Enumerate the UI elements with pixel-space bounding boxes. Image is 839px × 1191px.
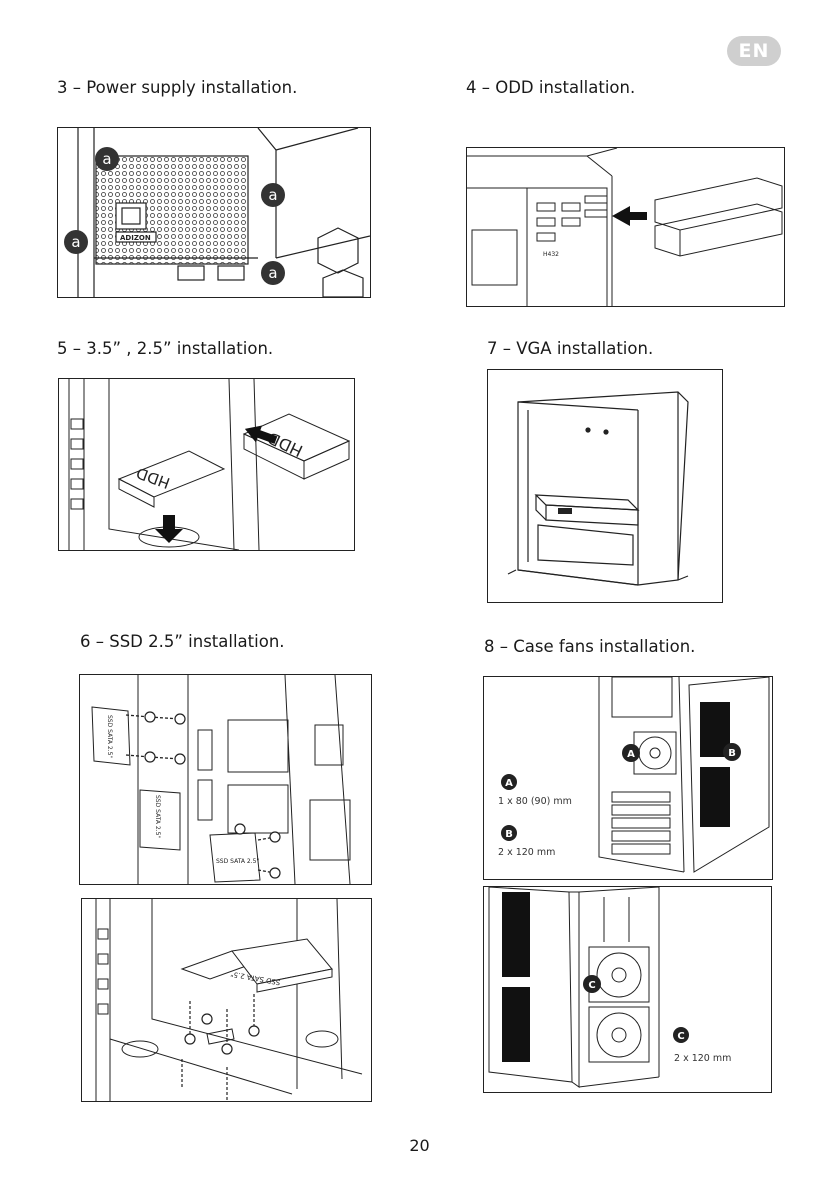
svg-text:a: a (268, 264, 277, 282)
svg-text:a: a (268, 186, 277, 204)
heading-power-supply: 3 – Power supply installation. (57, 78, 298, 97)
down-arrow-icon (155, 515, 183, 543)
heading-case-fans: 8 – Case fans installation. (484, 637, 696, 656)
legend-a: A 1 x 80 (90) mm (498, 774, 572, 807)
figure-hdd: HDD HDD (58, 378, 355, 551)
legend-c-text: 2 x 120 mm (674, 1053, 731, 1064)
hdd-label-small: HDD (134, 463, 172, 492)
psu-brand-label: ADIZON (120, 234, 151, 242)
figure-fans-front: A B A 1 x 80 (90) mm B 2 x 120 mm (483, 676, 773, 880)
vent-grille-bottom (700, 767, 730, 827)
svg-text:a: a (102, 150, 111, 168)
figure-fans-rear: C C 2 x 120 mm (483, 886, 772, 1093)
figure-vga (487, 369, 723, 603)
heading-vga: 7 – VGA installation. (487, 339, 654, 358)
marker-b-fan: B (723, 743, 741, 761)
legend-b: B 2 x 120 mm (498, 825, 555, 858)
figure-odd: H432 (466, 147, 785, 307)
slide-arrow-icon (244, 425, 278, 444)
hdd-label-large: HDD (264, 428, 305, 461)
legend-b-text: 2 x 120 mm (498, 847, 555, 858)
language-badge: EN (727, 36, 781, 66)
heading-ssd: 6 – SSD 2.5” installation. (80, 632, 285, 651)
marker-a-left: a (64, 230, 88, 254)
insert-arrow-icon (612, 206, 647, 226)
heading-hdd: 5 – 3.5” , 2.5” installation. (57, 339, 274, 358)
marker-a-fan: A (622, 744, 640, 762)
svg-text:a: a (71, 233, 80, 251)
svg-text:B: B (505, 829, 513, 840)
ssd-label-bottom: SSD SATA 2.5" (216, 858, 259, 865)
marker-a-bottom: a (261, 261, 285, 285)
marker-c-fan: C (583, 975, 601, 993)
svg-text:C: C (588, 980, 595, 991)
legend-c: C 2 x 120 mm (673, 1027, 731, 1064)
figure-ssd-side: SSD SATA 2.5" SSD SATA 2.5" SSD SATA 2.5… (79, 674, 372, 885)
svg-text:A: A (505, 778, 513, 789)
side-grille-top (502, 892, 530, 977)
svg-text:A: A (627, 749, 635, 760)
marker-a-right: a (261, 183, 285, 207)
svg-text:B: B (728, 748, 736, 759)
heading-odd: 4 – ODD installation. (466, 78, 636, 97)
figure-power-supply: ADIZON a a a a (57, 127, 371, 298)
page-number: 20 (409, 1136, 430, 1155)
figure-ssd-floor: SSD SATA 2.5" (81, 898, 372, 1102)
legend-a-text: 1 x 80 (90) mm (498, 796, 572, 807)
odd-bay-label: H432 (543, 251, 559, 258)
ssd-label-mounted: SSD SATA 2.5" (154, 795, 161, 838)
marker-a-top: a (95, 147, 119, 171)
ssd-label-outside: SSD SATA 2.5" (106, 715, 113, 758)
svg-text:C: C (677, 1031, 684, 1042)
side-grille-bottom (502, 987, 530, 1062)
